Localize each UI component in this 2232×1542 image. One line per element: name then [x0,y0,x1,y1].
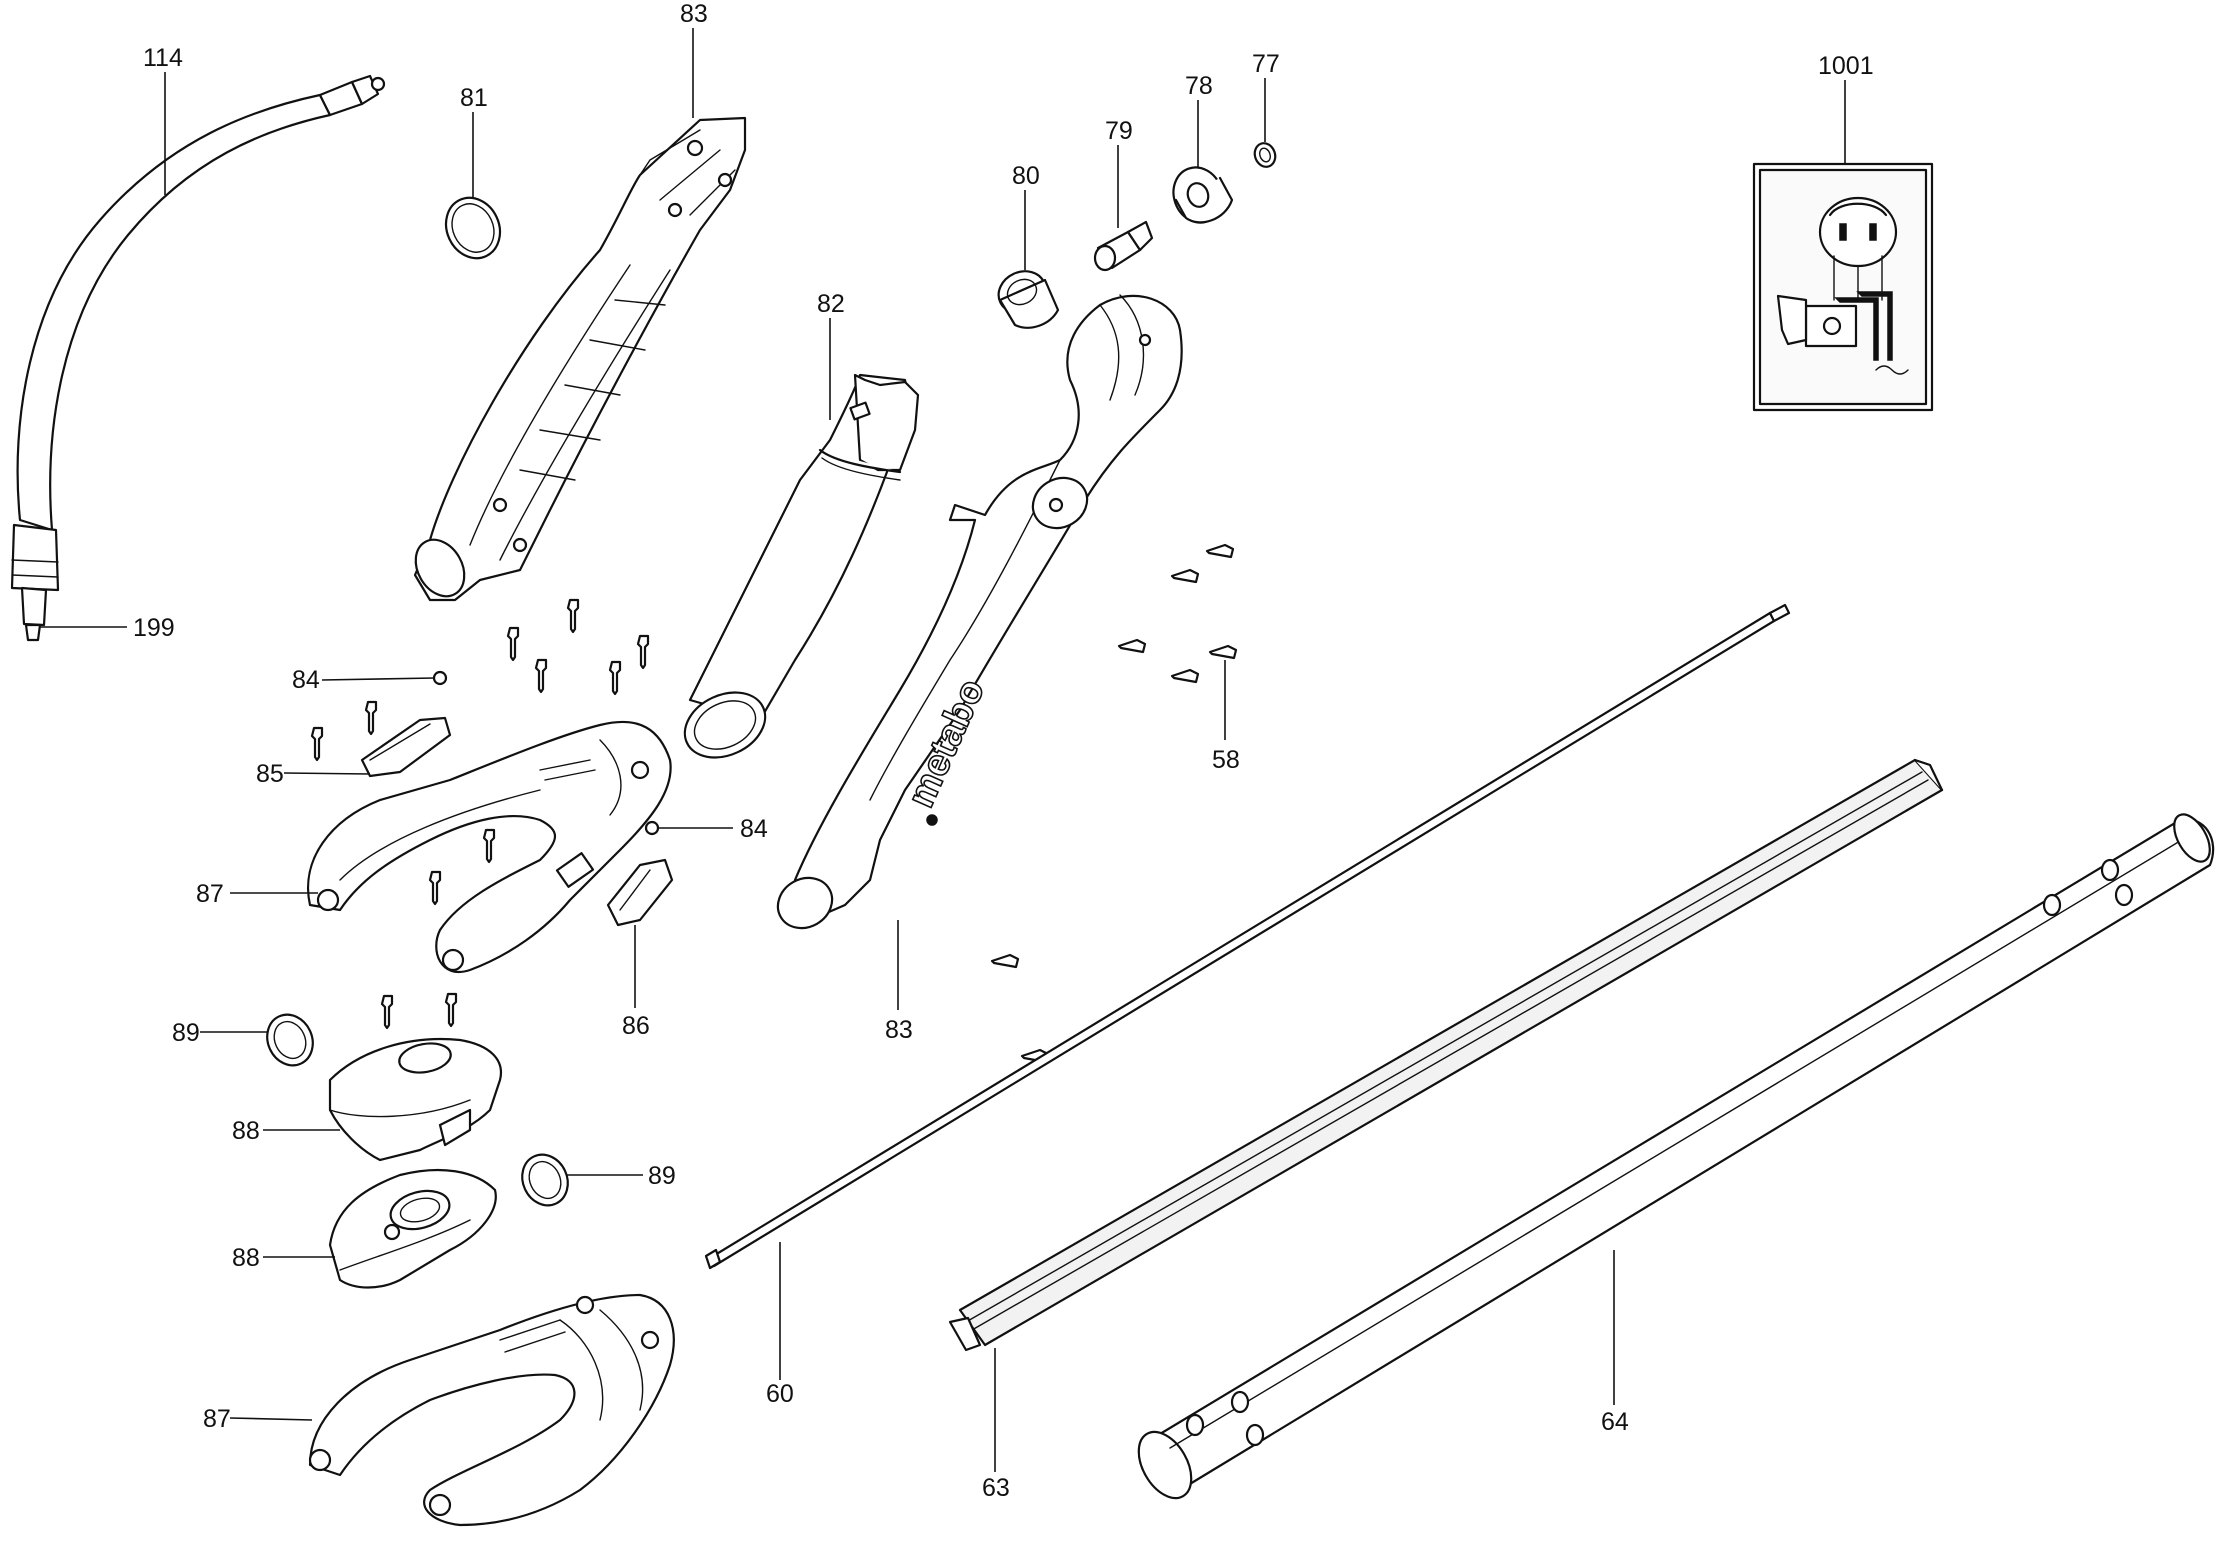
callout-77: 77 [1252,50,1280,78]
callout-82: 82 [817,290,845,318]
callout-87-upper: 87 [196,880,224,908]
part-80-sleeve [997,270,1060,329]
part-88-lower-base [328,1168,497,1289]
part-63-channel-strip [948,758,1944,1352]
callout-63: 63 [982,1474,1010,1502]
leader-lines [40,28,1846,1472]
part-82-grip-tube [683,373,920,759]
callout-58: 58 [1212,746,1240,774]
callout-86: 86 [622,1012,650,1040]
part-85-clamp [360,716,452,778]
callout-88-upper: 88 [232,1117,260,1145]
callout-87-lower: 87 [203,1405,231,1433]
part-79-coupling [1093,220,1154,272]
part-87-lower-frame [308,1293,675,1527]
part-89-ring-lower [521,1153,569,1207]
part-77-circlip [1253,142,1277,168]
callout-81: 81 [460,84,488,112]
callout-1001: 1001 [1818,52,1874,80]
callout-83-lower: 83 [885,1016,913,1044]
screws-upper-group [310,598,660,1030]
callout-84-right: 84 [740,815,768,843]
callout-79: 79 [1105,117,1133,145]
callout-199: 199 [133,614,175,642]
part-81-o-ring [444,196,502,260]
callout-89-lower: 89 [648,1162,676,1190]
screws-58-group [990,543,1238,1064]
callout-114: 114 [143,44,183,72]
callout-83-upper: 83 [680,0,708,28]
callout-88-lower: 88 [232,1244,260,1272]
callout-80: 80 [1012,162,1040,190]
callout-60: 60 [766,1380,794,1408]
callout-84-upper: 84 [292,666,320,694]
part-87-upper-frame [307,720,672,973]
callout-labels: 114 199 81 83 83 82 80 79 78 77 1001 58 … [133,0,1874,1502]
part-83-upper-handle-half [413,116,747,602]
part-60-drive-shaft [704,603,1791,1270]
callout-78: 78 [1185,72,1213,100]
part-86-trigger [606,858,674,927]
callout-89-upper: 89 [172,1019,200,1047]
part-89-ring-upper [266,1013,314,1067]
part-64-outer-tube [1137,813,2215,1500]
callout-85: 85 [256,760,284,788]
callout-64: 64 [1601,1408,1629,1436]
part-88-upper-cover [328,1037,503,1162]
part-114-flex-shaft [10,74,386,642]
part-78-bearing [1172,166,1234,224]
part-1001-wiring-diagram [1752,162,1934,412]
